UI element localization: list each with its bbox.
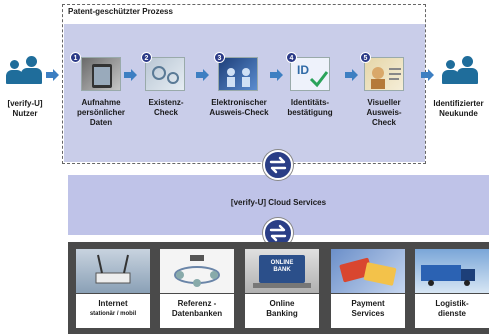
new-customer-label: Identifizierter Neukunde: [433, 99, 484, 118]
online-banking-image: ONLINE BANK: [245, 249, 319, 293]
step-number-badge: 5: [360, 52, 371, 63]
flow-arrow-icon: [46, 69, 59, 81]
payment-services-image: [331, 249, 405, 293]
identity-confirmation-image: ID: [290, 57, 330, 91]
flow-arrow-icon: [196, 69, 209, 81]
user-people-icon: [6, 56, 42, 84]
service-label: Online Banking: [245, 294, 319, 328]
electronic-id-check-image: [218, 57, 258, 91]
online-bank-text: ONLINE BANK: [270, 260, 294, 273]
data-capture-image: [81, 57, 121, 91]
step-label: Identitäts-bestätigung: [287, 98, 333, 117]
step-label: Existenz-Check: [148, 98, 184, 117]
flow-arrow-icon: [421, 69, 434, 81]
internet-image: [76, 249, 150, 293]
flow-arrow-icon: [270, 69, 283, 81]
logistics-image: [415, 249, 489, 293]
cloud-services-label: [verify-U] Cloud Services: [230, 198, 327, 207]
service-label: Referenz - Datenbanken: [160, 294, 234, 328]
service-label: Logistik- dienste: [415, 294, 489, 328]
flow-arrow-icon: [345, 69, 358, 81]
id-text: ID: [297, 63, 309, 77]
visual-id-check-image: [364, 57, 404, 91]
service-label: Payment Services: [331, 294, 405, 328]
step-number-badge: 1: [70, 52, 81, 63]
step-number-badge: 2: [141, 52, 152, 63]
exchange-arrows-icon: [263, 150, 293, 180]
new-customer-people-icon: [442, 56, 478, 84]
process-background: [64, 24, 425, 162]
process-frame: [62, 4, 426, 164]
user-label: [verify-U] Nutzer: [7, 99, 43, 118]
reference-databases-image: [160, 249, 234, 293]
process-title: Patent-geschützter Prozess: [68, 7, 173, 16]
flow-arrow-icon: [124, 69, 137, 81]
existence-check-image: [145, 57, 185, 91]
service-label: Internet stationär / mobil: [76, 294, 150, 328]
step-number-badge: 4: [286, 52, 297, 63]
step-number-badge: 3: [214, 52, 225, 63]
checkmark-icon: [309, 71, 329, 88]
